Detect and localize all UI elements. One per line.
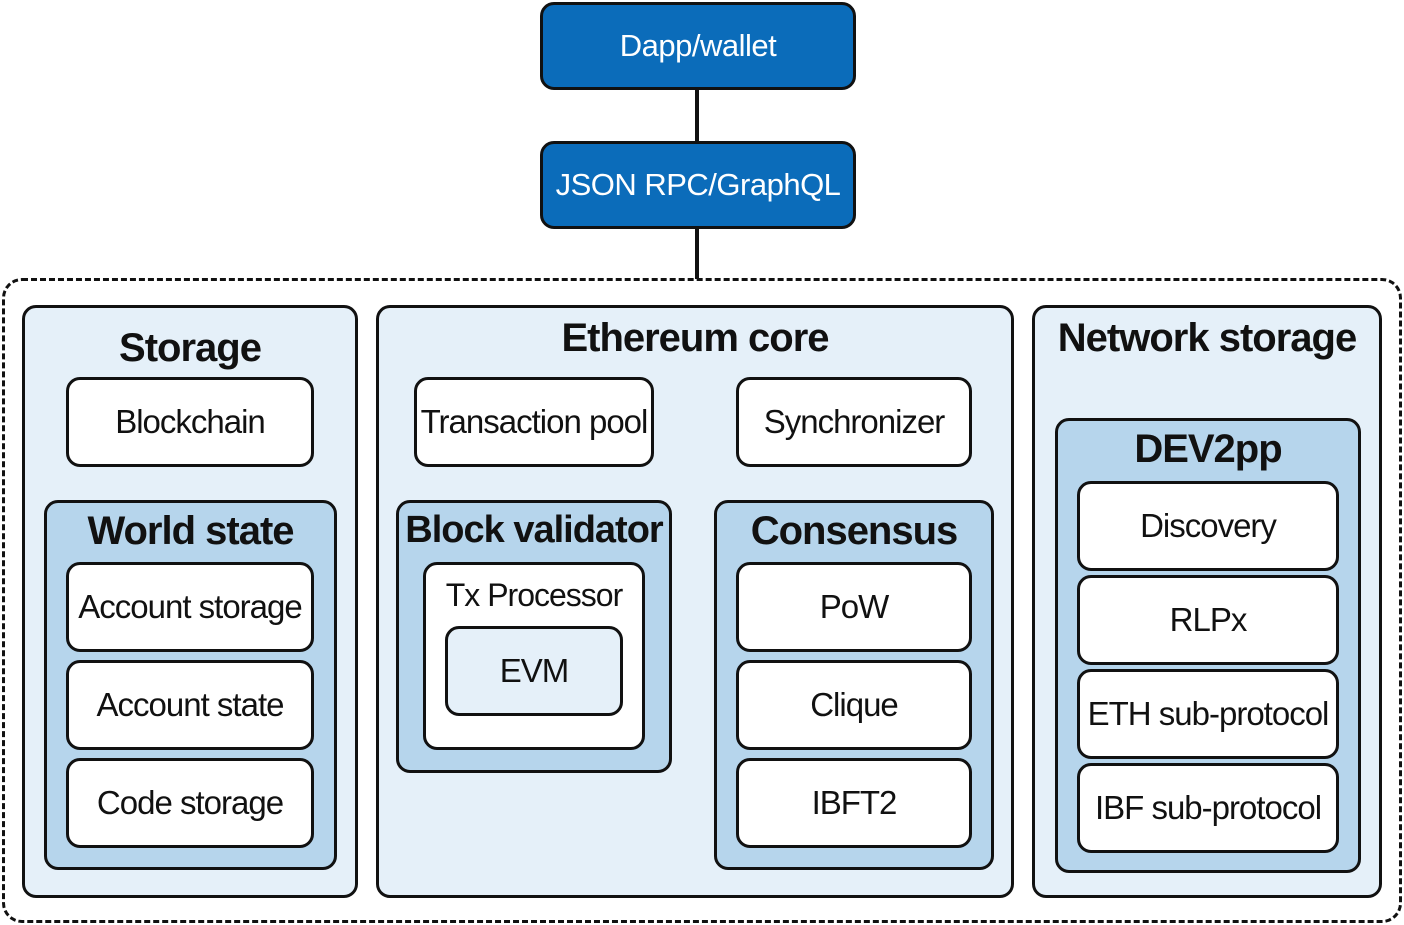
synchronizer-label: Synchronizer xyxy=(763,403,946,440)
tx-processor-title: Tx Processor xyxy=(445,577,623,613)
ibf-sub-protocol-label: IBF sub-protocol xyxy=(1094,789,1322,826)
connector-rpc-client xyxy=(695,227,699,279)
synchronizer-box: Synchronizer xyxy=(736,377,972,467)
clique-label: Clique xyxy=(810,686,899,723)
dev2pp-title: DEV2pp xyxy=(1134,427,1282,471)
account-state-label: Account state xyxy=(96,686,285,723)
evm-box: EVM xyxy=(445,626,623,716)
dapp-wallet-label: Dapp/wallet xyxy=(619,28,777,63)
transaction-pool-box: Transaction pool xyxy=(414,377,654,467)
json-rpc-graphql-box: JSON RPC/GraphQL xyxy=(540,141,856,229)
ethereum-core-title: Ethereum core xyxy=(561,316,829,360)
blockchain-label: Blockchain xyxy=(115,403,266,440)
discovery-label: Discovery xyxy=(1140,507,1277,544)
account-storage-box: Account storage xyxy=(66,562,314,652)
pow-box: PoW xyxy=(736,562,972,652)
ibft2-label: IBFT2 xyxy=(811,784,898,821)
code-storage-box: Code storage xyxy=(66,758,314,848)
rlpx-label: RLPx xyxy=(1169,601,1248,638)
ibft2-box: IBFT2 xyxy=(736,758,972,848)
clique-box: Clique xyxy=(736,660,972,750)
discovery-box: Discovery xyxy=(1077,481,1339,571)
block-validator-title: Block validator xyxy=(405,509,663,551)
evm-label: EVM xyxy=(499,652,570,689)
blockchain-box: Blockchain xyxy=(66,377,314,467)
eth-sub-protocol-label: ETH sub-protocol xyxy=(1087,695,1330,732)
dapp-wallet-box: Dapp/wallet xyxy=(540,2,856,90)
world-state-title: World state xyxy=(87,509,294,553)
consensus-title: Consensus xyxy=(750,509,959,553)
connector-dapp-rpc xyxy=(695,88,699,142)
ibf-sub-protocol-box: IBF sub-protocol xyxy=(1077,763,1339,853)
account-storage-label: Account storage xyxy=(78,588,302,625)
code-storage-label: Code storage xyxy=(96,784,284,821)
network-storage-title: Network storage xyxy=(1057,316,1357,360)
eth-sub-protocol-box: ETH sub-protocol xyxy=(1077,669,1339,759)
client-boundary xyxy=(2,278,1402,923)
account-state-box: Account state xyxy=(66,660,314,750)
transaction-pool-label: Transaction pool xyxy=(420,403,649,440)
pow-label: PoW xyxy=(819,588,890,625)
json-rpc-graphql-label: JSON RPC/GraphQL xyxy=(555,167,841,202)
storage-title: Storage xyxy=(119,326,262,370)
rlpx-box: RLPx xyxy=(1077,575,1339,665)
